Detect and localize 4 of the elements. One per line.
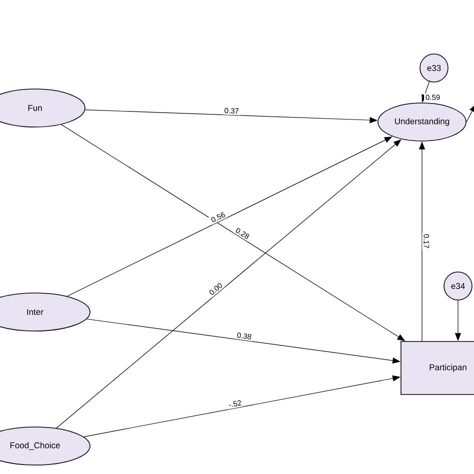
arrow (466, 104, 474, 122)
arrow (66, 136, 392, 296)
arrow (56, 139, 402, 428)
variable-box: Participan (400, 341, 474, 395)
